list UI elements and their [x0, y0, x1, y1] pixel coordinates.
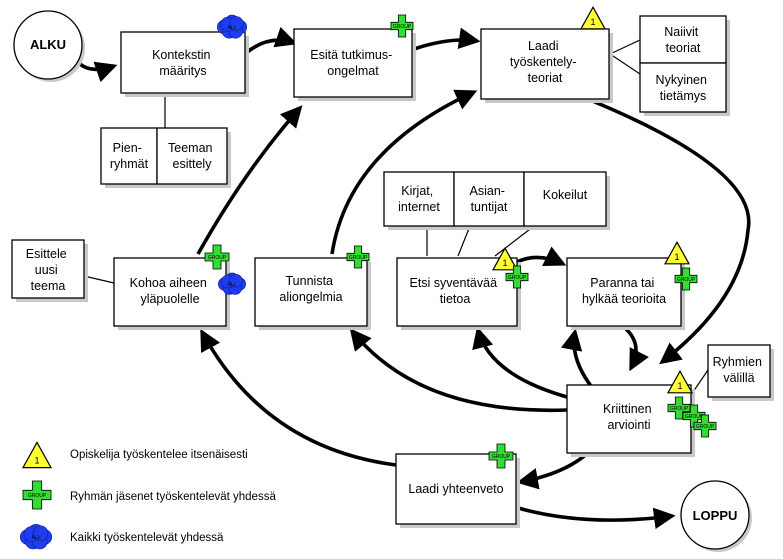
legend-individual-text: Opiskelija työskentelee itsenäisesti: [70, 449, 248, 461]
end-node: LOPPU: [680, 480, 752, 552]
start-label: ALKU: [30, 37, 66, 52]
node-pienryhmat: Pien- ryhmät: [100, 127, 161, 188]
group-label: GROUP: [208, 255, 227, 261]
node-label: Asian- tuntijat: [470, 184, 509, 214]
node-label: Kriittinen arviointi: [603, 402, 655, 432]
group-label: GROUP: [670, 406, 689, 412]
node-label: Paranna tai hylkää teorioita: [582, 276, 666, 306]
node-kriittinen-arviointi: Kriittinen arviointi: [566, 384, 695, 457]
group-cross-icon: GROUP: [505, 265, 529, 289]
group-label: GROUP: [28, 493, 47, 499]
node-kontekstin-maaritys: Kontekstin määritys: [120, 31, 249, 97]
node-label: Laadi työskentely- teoriat: [510, 39, 580, 85]
group-cross-icon: GROUP: [693, 414, 717, 438]
node-tunnista-aliongelmia: Tunnista aliongelmia: [254, 257, 371, 330]
legend-group-text: Ryhmän jäsenet työskentelevät yhdessä: [70, 491, 276, 503]
group-cross-icon: GROUP: [22, 480, 52, 510]
legend-all-text: Kaikki työskentelevät yhdessä: [70, 532, 224, 544]
group-label: GROUP: [393, 24, 412, 30]
node-label: Pien- ryhmät: [110, 141, 149, 171]
node-label: Ryhmien välillä: [713, 355, 766, 385]
connector-lines: [83, 39, 709, 393]
individual-triangle-icon: 1: [579, 5, 607, 30]
node-label: Nykyinen tietämys: [656, 73, 711, 103]
all-cloud-icon: ALL: [217, 14, 247, 39]
individual-triangle-icon: 1: [491, 246, 519, 271]
group-label: GROUP: [492, 454, 511, 460]
start-node: ALKU: [13, 10, 85, 82]
individual-number: 1: [674, 252, 679, 262]
individual-number: 1: [677, 381, 682, 391]
node-laadi-tyoskentelyteoriat: Laadi työskentely- teoriat: [480, 28, 613, 103]
node-label: Tunnista aliongelmia: [279, 274, 342, 304]
node-naiivit-teoriat: Naiivit teoriat: [639, 15, 730, 67]
node-kokeilut: Kokeilut: [523, 171, 610, 230]
node-label: Kirjat, internet: [398, 184, 440, 214]
node-label: Esittele uusi teema: [26, 247, 70, 293]
node-kohoa-aiheen-ylapuolelle: Kohoa aiheen yläpuolelle: [113, 257, 230, 330]
individual-number: 1: [590, 17, 595, 27]
node-esita-tutkimusongelmat: Esitä tutkimus- ongelmat: [293, 28, 416, 101]
node-asiantuntijat: Asian- tuntijat: [453, 171, 528, 230]
individual-triangle-icon: 1: [666, 369, 694, 394]
group-label: GROUP: [677, 277, 696, 283]
all-cloud-icon: ALL: [218, 272, 246, 295]
all-label: ALL: [228, 282, 237, 288]
node-laadi-yhteenveto: Laadi yhteenveto: [395, 453, 520, 528]
all-label: ALL: [32, 535, 41, 541]
individual-number: 1: [34, 456, 39, 466]
node-label: Laadi yhteenveto: [408, 482, 503, 496]
node-label: Teeman esittely: [168, 141, 216, 171]
all-cloud-icon: ALL: [19, 523, 53, 550]
group-cross-icon: GROUP: [488, 443, 514, 469]
legend: Opiskelija työskentelee itsenäisesti Ryh…: [70, 449, 276, 544]
individual-number: 1: [502, 258, 507, 268]
node-nykyinen-tietamys: Nykyinen tietämys: [639, 62, 730, 116]
node-esittele-uusi-teema: Esittele uusi teema: [11, 239, 88, 302]
end-label: LOPPU: [693, 508, 738, 523]
group-cross-icon: GROUP: [204, 244, 230, 270]
node-label: Kontekstin määritys: [152, 48, 214, 78]
node-label: Etsi syventävää tietoa: [409, 276, 500, 306]
flow-arrows: [74, 26, 751, 530]
node-ryhmien-valilla: Ryhmien välillä: [707, 344, 774, 401]
individual-triangle-icon: 1: [663, 240, 691, 265]
node-label: Kokeilut: [543, 188, 588, 202]
node-kirjat-internet: Kirjat, internet: [383, 171, 458, 230]
group-label: GROUP: [349, 255, 368, 261]
group-label: GROUP: [696, 424, 715, 430]
group-cross-icon: GROUP: [674, 267, 698, 291]
group-cross-icon: GROUP: [390, 14, 414, 38]
group-label: GROUP: [685, 414, 704, 420]
node-teeman-esittely: Teeman esittely: [156, 127, 231, 188]
individual-triangle-icon: 1: [21, 441, 53, 469]
group-label: GROUP: [508, 275, 527, 281]
all-label: ALL: [228, 25, 237, 31]
node-label: Esitä tutkimus- ongelmat: [310, 48, 395, 78]
node-label: Kohoa aiheen yläpuolelle: [130, 276, 211, 306]
node-paranna-tai-hylkaa: Paranna tai hylkää teorioita: [566, 257, 685, 330]
node-label: Naiivit teoriat: [664, 25, 702, 55]
group-cross-icon: GROUP: [346, 245, 370, 269]
